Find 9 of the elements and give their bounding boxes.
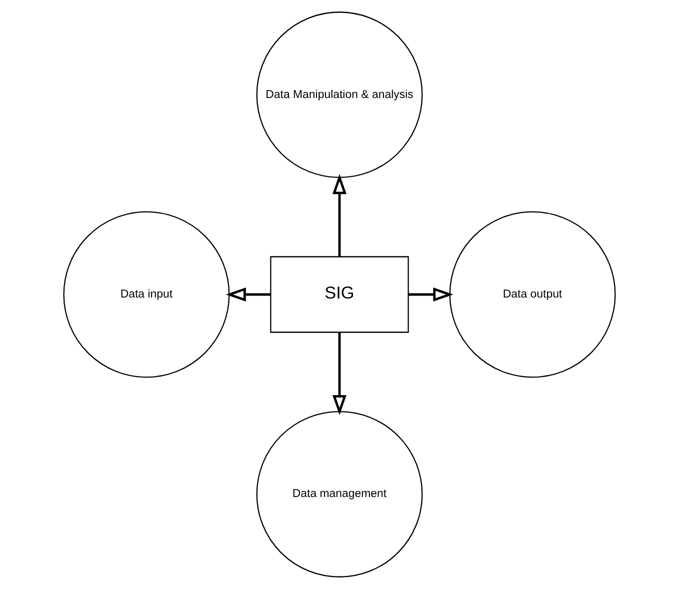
arrow xyxy=(332,174,347,256)
node-circle: Data input xyxy=(63,211,230,378)
node-circle: Data management xyxy=(256,410,423,578)
arrow xyxy=(226,287,271,302)
node-circle: Data output xyxy=(449,211,616,378)
arrow xyxy=(408,287,454,302)
node-circle: Data Manipulation & analysis xyxy=(256,12,423,178)
node-box: SIG xyxy=(270,256,409,333)
arrow xyxy=(332,332,347,416)
